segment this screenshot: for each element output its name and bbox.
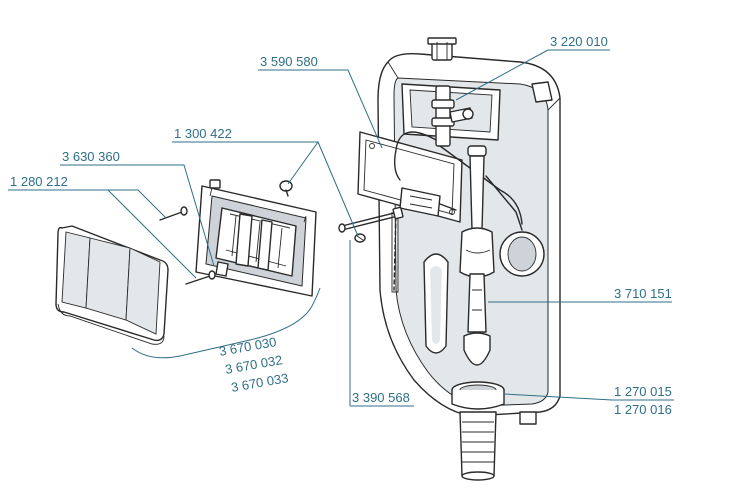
label-3630360: 3 630 360 bbox=[62, 149, 120, 164]
outlet-seal bbox=[451, 381, 505, 410]
label-1270016: 1 270 016 bbox=[614, 402, 672, 417]
label-3220010: 3 220 010 bbox=[550, 34, 608, 49]
small-screw-top bbox=[279, 180, 293, 197]
group-brace bbox=[131, 287, 321, 359]
screw-lower bbox=[185, 270, 216, 285]
label-3390568: 3 390 568 bbox=[352, 390, 410, 405]
fill-valve bbox=[393, 85, 523, 225]
label-3590580: 3 590 580 bbox=[260, 54, 318, 69]
outlet-pipe bbox=[459, 411, 497, 481]
long-rod bbox=[338, 206, 404, 233]
label-1280212: 1 280 212 bbox=[10, 174, 68, 189]
flush-plate bbox=[55, 225, 169, 345]
label-3710151: 3 710 151 bbox=[614, 286, 672, 301]
leader-lines bbox=[8, 49, 674, 407]
float-ball bbox=[485, 175, 545, 277]
bottom-tab bbox=[519, 411, 537, 425]
label-1300422: 1 300 422 bbox=[174, 126, 232, 141]
label-1270015: 1 270 015 bbox=[614, 384, 672, 399]
small-nut bbox=[354, 233, 366, 243]
tank-window bbox=[423, 253, 449, 354]
mounting-frame bbox=[195, 179, 317, 297]
lever-mechanism bbox=[391, 187, 457, 293]
screw-upper bbox=[159, 206, 188, 221]
flush-valve bbox=[459, 145, 495, 366]
